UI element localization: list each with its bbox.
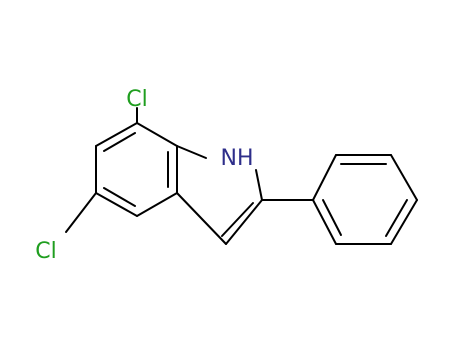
double-bond-ph4-ph5	[385, 199, 408, 237]
chlorine-label-top: Cl	[126, 87, 147, 112]
bond-c4-c5	[95, 192, 138, 217]
chlorine-label-bottom: Cl	[35, 239, 56, 264]
phenyl-ring	[312, 154, 418, 245]
double-bond-ph6-ph1	[322, 199, 342, 236]
bond-ph3-ph4	[390, 154, 418, 201]
double-bond-c4-c5	[103, 187, 136, 207]
nh-label: NH	[221, 146, 254, 171]
bond-c3-c3a	[176, 192, 227, 245]
double-bond-c2-c3	[221, 202, 254, 237]
benzo-ring	[95, 122, 178, 217]
bond-c3a-c4	[136, 192, 178, 217]
pyrrole-ring	[176, 145, 263, 245]
bond-c6-c7	[95, 122, 138, 147]
bond-ph1-ph2	[312, 154, 337, 201]
bond-n1-c2	[255, 169, 263, 201]
bond-c2-c3	[225, 199, 263, 245]
bond-ph6-ph1	[312, 199, 337, 245]
bond-c5-cl	[65, 192, 97, 233]
double-bond-c6-c7	[103, 132, 136, 152]
bond-c7-c7a	[136, 122, 178, 147]
bond-c7a-n1	[176, 145, 207, 159]
bond-ph4-ph5	[390, 199, 418, 245]
